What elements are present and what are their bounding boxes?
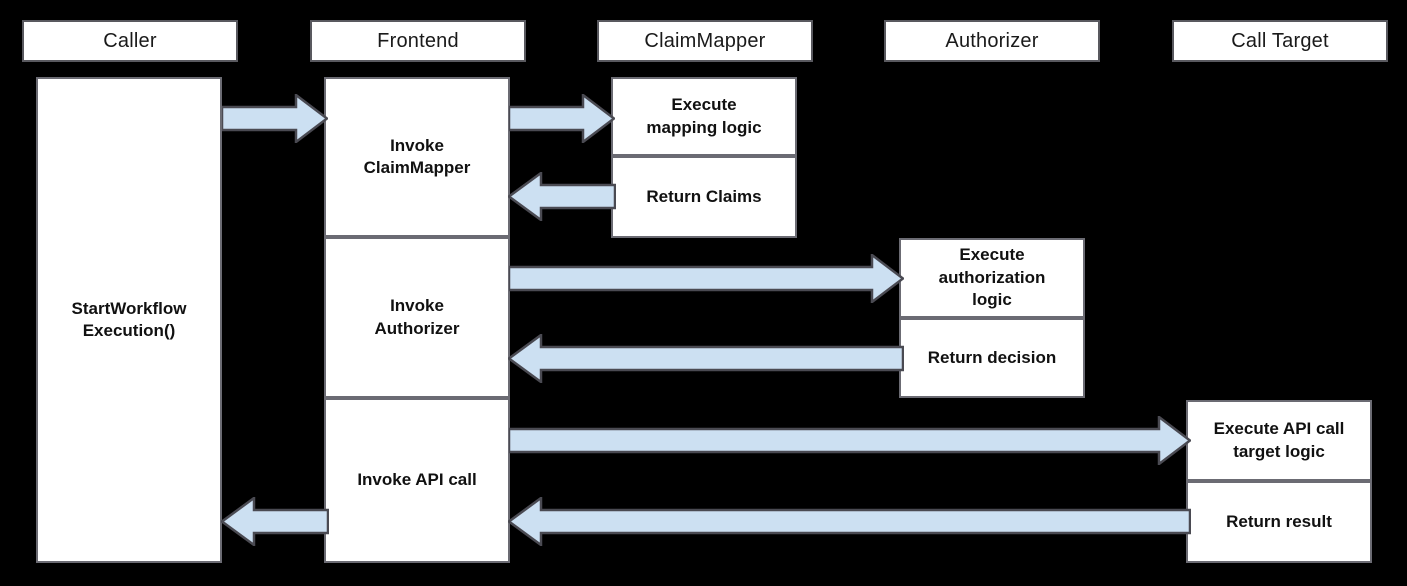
activation-calltarget-1-label: Execute API call target logic bbox=[1213, 419, 1345, 461]
activation-frontend-2-label: Invoke Authorizer bbox=[374, 296, 460, 338]
lifeline-header-frontend-label: Frontend bbox=[377, 29, 459, 52]
message-arrow-claimmapper-to-frontend[interactable] bbox=[508, 172, 616, 221]
lifeline-header-authorizer-label: Authorizer bbox=[945, 29, 1039, 52]
activation-frontend-3[interactable]: Invoke API call bbox=[324, 398, 510, 563]
activation-frontend-2[interactable]: Invoke Authorizer bbox=[324, 237, 510, 398]
activation-claimmapper-2[interactable]: Return Claims bbox=[611, 156, 797, 238]
activation-frontend-3-label: Invoke API call bbox=[357, 470, 477, 490]
message-arrow-caller-to-frontend[interactable] bbox=[222, 94, 328, 143]
lifeline-header-frontend[interactable]: Frontend bbox=[310, 20, 526, 62]
activation-authorizer-2[interactable]: Return decision bbox=[899, 318, 1085, 398]
message-arrow-frontend-to-claimmapper[interactable] bbox=[509, 94, 615, 143]
lifeline-header-claimmapper-label: ClaimMapper bbox=[644, 29, 766, 52]
activation-frontend-1-label: Invoke ClaimMapper bbox=[363, 135, 471, 177]
activation-frontend-1[interactable]: Invoke ClaimMapper bbox=[324, 77, 510, 237]
message-arrow-frontend-to-caller[interactable] bbox=[221, 497, 329, 546]
activation-authorizer-1[interactable]: Execute authorization logic bbox=[899, 238, 1085, 318]
message-arrow-frontend-to-authorizer[interactable] bbox=[509, 254, 904, 303]
lifeline-header-calltarget-label: Call Target bbox=[1231, 29, 1329, 52]
lifeline-header-calltarget[interactable]: Call Target bbox=[1172, 20, 1388, 62]
activation-authorizer-2-label: Return decision bbox=[927, 347, 1057, 367]
activation-calltarget-2-label: Return result bbox=[1226, 511, 1332, 531]
lifeline-header-claimmapper[interactable]: ClaimMapper bbox=[597, 20, 813, 62]
lifeline-header-caller[interactable]: Caller bbox=[22, 20, 238, 62]
message-arrow-frontend-to-calltarget[interactable] bbox=[509, 416, 1191, 465]
message-arrow-calltarget-to-frontend[interactable] bbox=[508, 497, 1191, 546]
activation-caller-main[interactable]: StartWorkflow Execution() bbox=[36, 77, 222, 563]
activation-claimmapper-2-label: Return Claims bbox=[646, 186, 762, 206]
message-arrow-authorizer-to-frontend[interactable] bbox=[508, 334, 904, 383]
lifeline-header-authorizer[interactable]: Authorizer bbox=[884, 20, 1100, 62]
activation-claimmapper-1-label: Execute mapping logic bbox=[646, 95, 762, 137]
activation-calltarget-1[interactable]: Execute API call target logic bbox=[1186, 400, 1372, 481]
activation-claimmapper-1[interactable]: Execute mapping logic bbox=[611, 77, 797, 156]
activation-authorizer-1-label: Execute authorization logic bbox=[938, 245, 1046, 310]
activation-calltarget-2[interactable]: Return result bbox=[1186, 481, 1372, 563]
activation-caller-main-label: StartWorkflow Execution() bbox=[71, 298, 187, 340]
lifeline-header-caller-label: Caller bbox=[103, 29, 157, 52]
